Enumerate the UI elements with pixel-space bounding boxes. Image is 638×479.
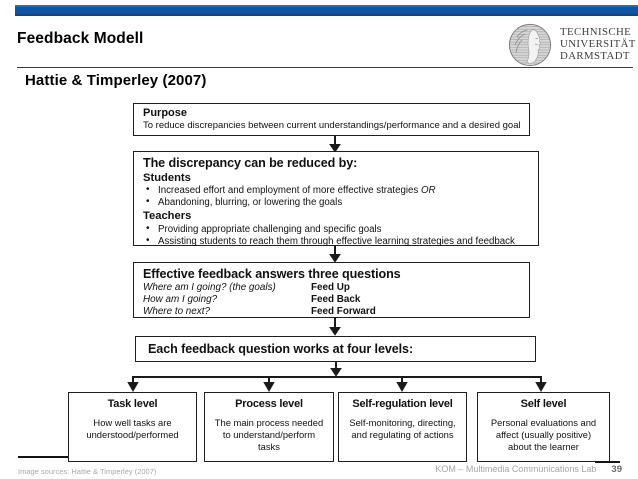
self-level-box: Self level Personal evaluations and affe… (477, 392, 610, 462)
levels-heading-box: Each feedback question works at four lev… (135, 336, 536, 362)
questions-heading: Effective feedback answers three questio… (143, 267, 401, 281)
tud-logo-line3: DARMSTADT (560, 49, 630, 62)
page-number: 39 (611, 464, 622, 475)
self-level-title: Self level (520, 398, 567, 410)
answer-2: Feed Back (311, 294, 361, 306)
students-bullet-1: Increased effort and employment of more … (143, 184, 529, 197)
footer-left-tick (18, 456, 68, 458)
athena-head-icon (508, 23, 552, 67)
questions-box: Effective feedback answers three questio… (133, 262, 530, 318)
top-blue-bar (15, 5, 638, 16)
tud-logo-text: TECHNISCHE UNIVERSITÄT DARMSTADT (560, 26, 636, 62)
discrepancy-heading: The discrepancy can be reduced by: (143, 156, 358, 170)
task-level-title: Task level (107, 398, 158, 410)
teachers-bullet-1: Providing appropriate challenging and sp… (143, 223, 529, 236)
footer-lab-name: KOM – Multimedia Communications Lab (435, 464, 597, 474)
question-row-1: Where am I going? (the goals) Feed Up (143, 282, 520, 294)
question-1: Where am I going? (the goals) (143, 281, 276, 293)
tud-logo-line1: TECHNISCHE (560, 26, 632, 39)
purpose-heading: Purpose (143, 107, 188, 119)
or-italic: OR (420, 185, 436, 197)
answer-3: Feed Forward (311, 306, 376, 318)
purpose-body: To reduce discrepancies between current … (143, 120, 521, 132)
footer-right: KOM – Multimedia Communications Lab 39 (435, 464, 622, 475)
self-regulation-level-box: Self-regulation level Self-monitoring, d… (338, 392, 467, 462)
task-level-box: Task level How well tasks are understood… (68, 392, 197, 462)
self-regulation-level-body: Self-monitoring, directing, and regulati… (349, 417, 456, 441)
question-row-2: How am I going? Feed Back (143, 294, 520, 306)
process-level-box: Process level The main process needed to… (204, 392, 334, 462)
footer-right-tick (595, 461, 620, 463)
students-heading: Students (143, 171, 191, 184)
page-title: Feedback Modell (17, 30, 144, 47)
tud-logo: TECHNISCHE UNIVERSITÄT DARMSTADT (508, 23, 636, 67)
footer-image-sources: Image sources: Hattie & Timperley (2007) (18, 467, 157, 476)
self-level-body: Personal evaluations and affect (usually… (490, 417, 597, 453)
teachers-heading: Teachers (143, 210, 192, 223)
teachers-bullet-2: Assisting students to reach them through… (143, 235, 529, 248)
question-2: How am I going? (143, 294, 218, 306)
self-regulation-level-title: Self-regulation level (352, 398, 453, 410)
process-level-body: The main process needed to understand/pe… (214, 417, 324, 453)
discrepancy-box: The discrepancy can be reduced by: Stude… (133, 151, 539, 248)
levels-heading: Each feedback question works at four lev… (148, 341, 414, 356)
question-row-3: Where to next? Feed Forward (143, 306, 520, 318)
task-level-body: How well tasks are understood/performed (86, 417, 179, 441)
answer-1: Feed Up (311, 281, 350, 293)
slide-subtitle: Hattie & Timperley (2007) (25, 72, 207, 89)
purpose-box: Purpose To reduce discrepancies between … (133, 103, 530, 136)
tud-logo-line2: UNIVERSITÄT (560, 38, 636, 51)
students-bullet-2: Abandoning, blurring, or lowering the go… (143, 196, 529, 209)
process-level-title: Process level (235, 398, 303, 410)
title-divider (17, 67, 633, 68)
question-3: Where to next? (143, 306, 210, 318)
